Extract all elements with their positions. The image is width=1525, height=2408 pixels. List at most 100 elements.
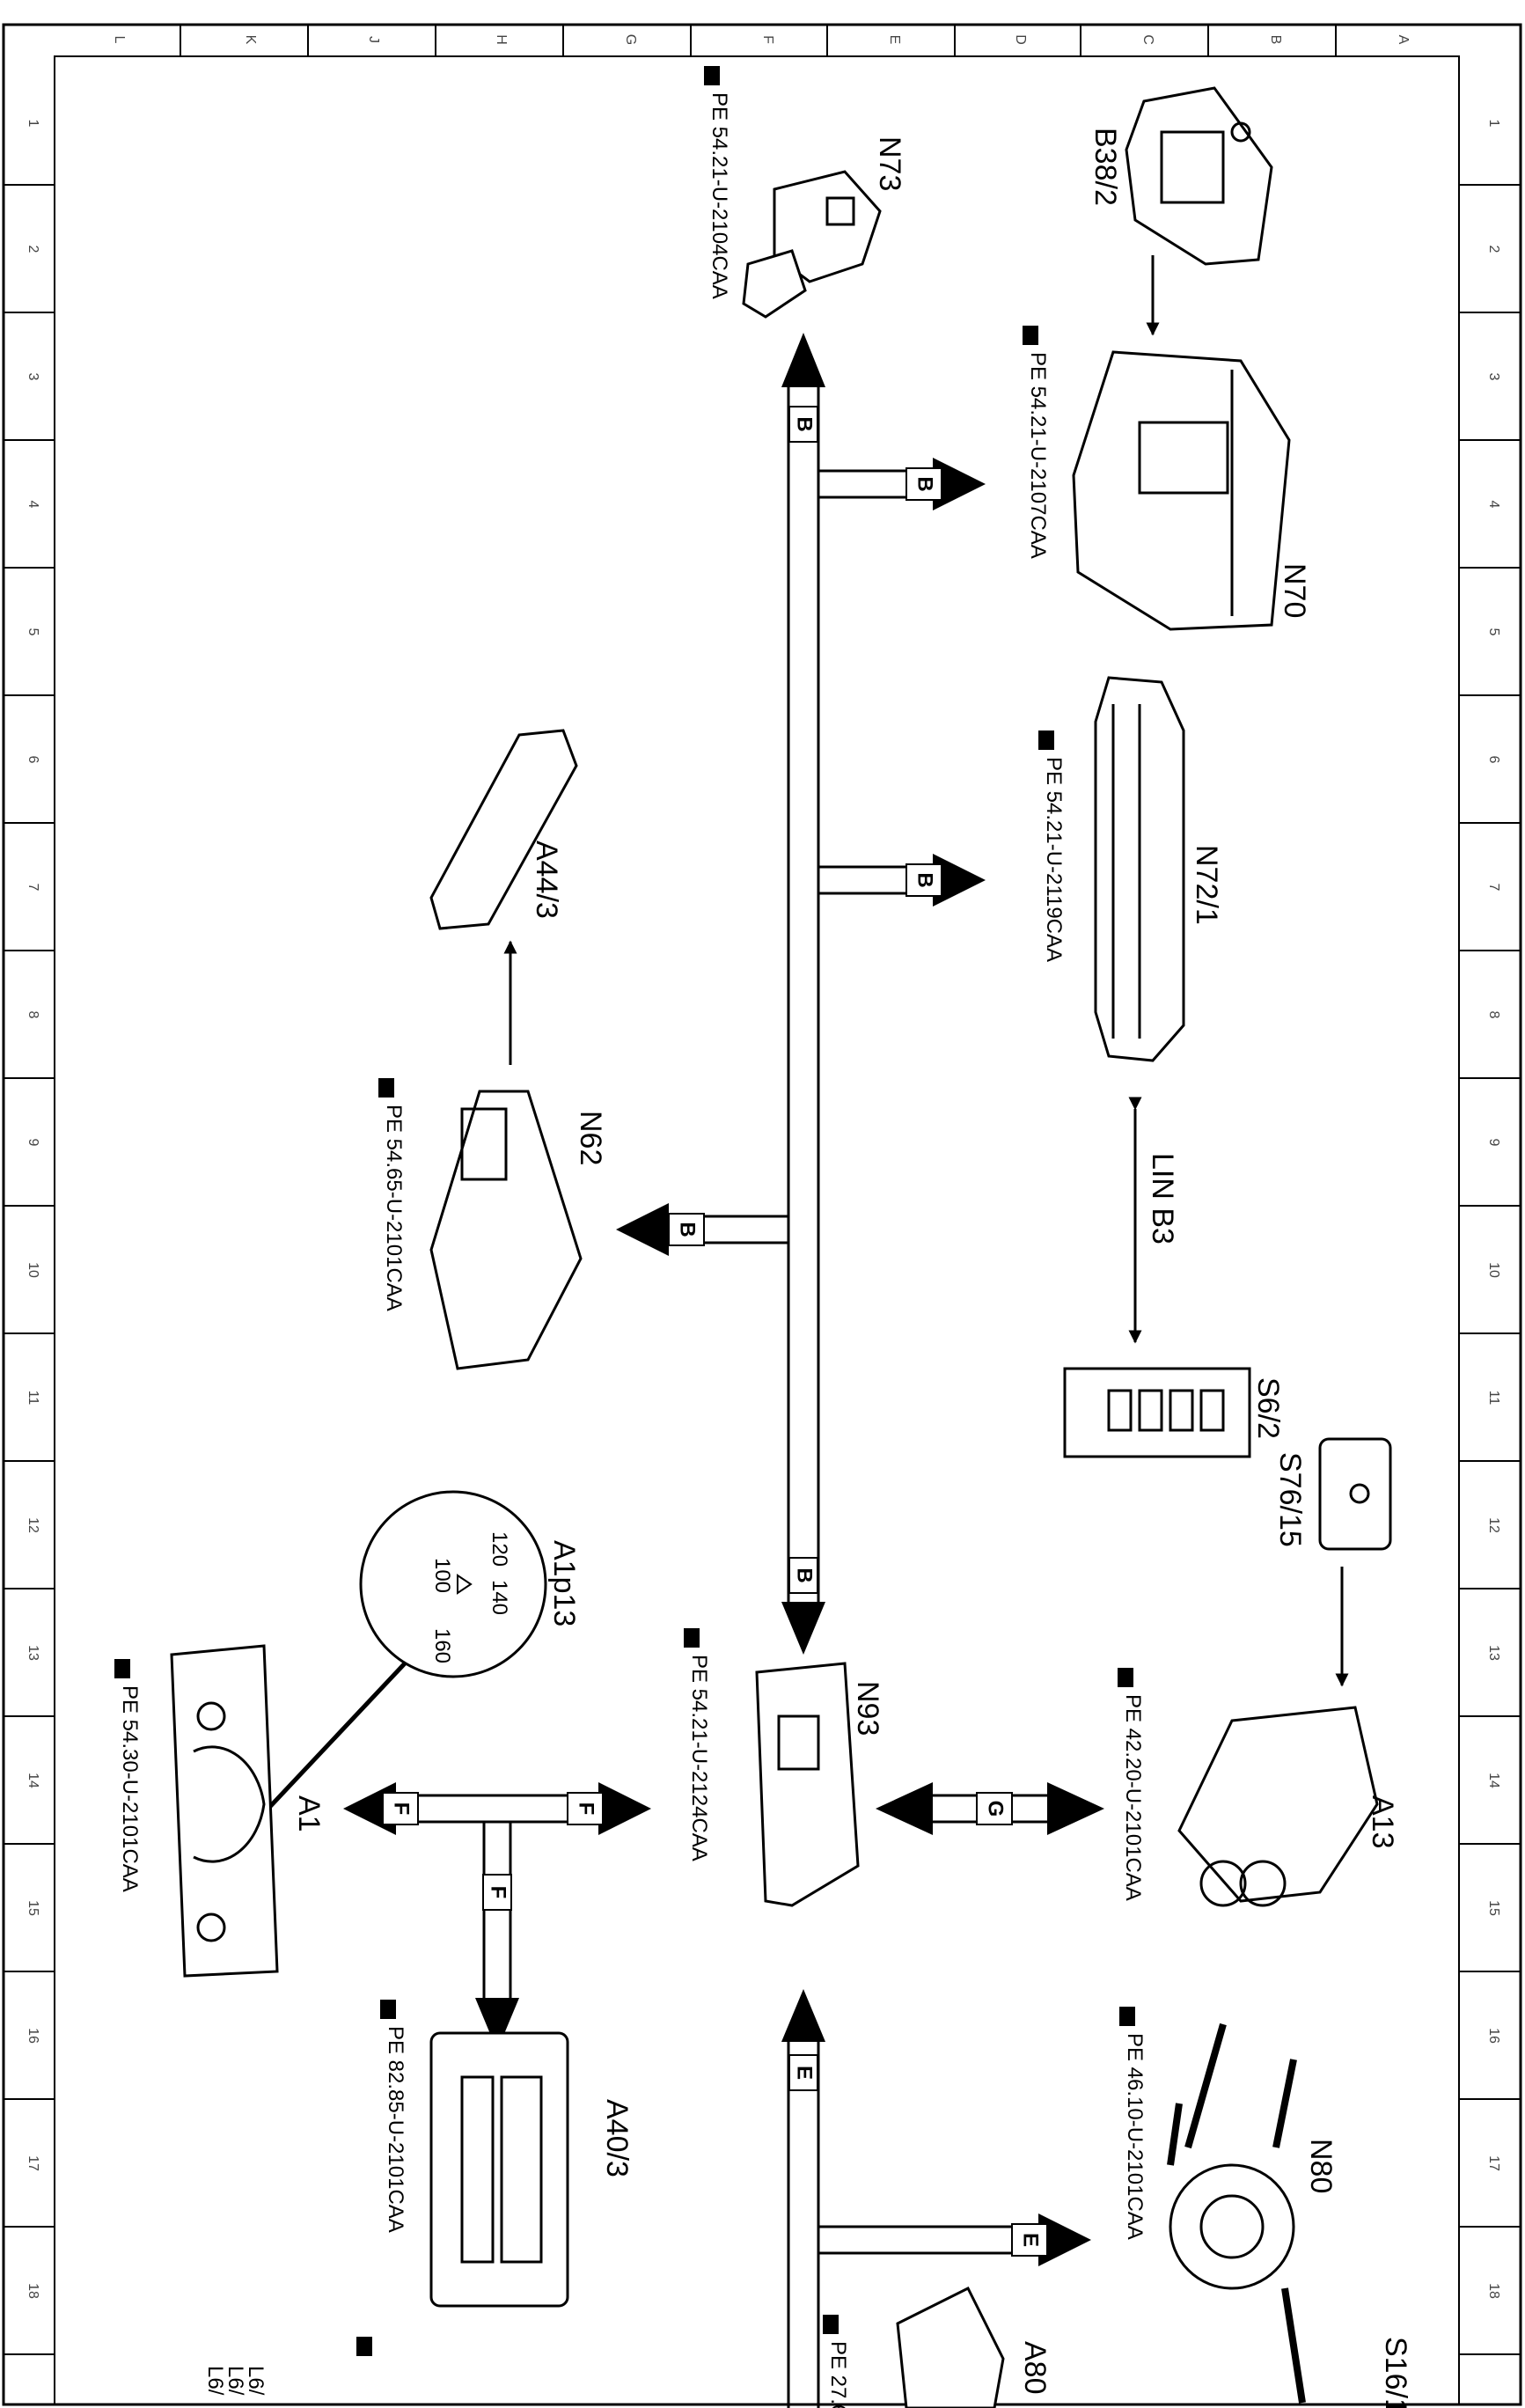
grid-row-labels: 1 1 2 2 3 3 4 4 5 5 6 6 7 7 8 8 9 9 10 1…: [26, 120, 1501, 2299]
grid-row-label: 7: [26, 884, 40, 892]
grid-row-label: 16: [26, 2028, 40, 2044]
reference-icons: [114, 66, 1135, 2356]
component-label: A40/3: [600, 2099, 634, 2177]
grid-row-label: 6: [26, 756, 40, 764]
reference-text: PE 54.30-U-2101CAA: [118, 1685, 142, 1892]
grid-row-label: 3: [26, 373, 40, 381]
footer-text: L6/: [244, 2366, 268, 2396]
hand-pointer-icon: [1119, 2007, 1135, 2026]
component-label: A44/3: [530, 841, 563, 919]
bus-label-b4: B: [668, 1213, 705, 1246]
bus-label-e2: E: [1011, 2223, 1048, 2257]
grid-row-label: 16: [1486, 2028, 1501, 2044]
grid-col-label: C: [1140, 34, 1155, 45]
warning-triangle-icon: [457, 1574, 473, 1595]
a1-component: [170, 1644, 279, 1978]
grid-col-label: F: [760, 35, 775, 44]
grid-row-label: 4: [1486, 501, 1501, 509]
component-label: S6/2: [1251, 1377, 1285, 1439]
b38-2-component: [1125, 86, 1273, 266]
n80-component: [1167, 2023, 1306, 2404]
grid-col-label: A: [1396, 35, 1411, 45]
gauge-value: 100: [430, 1558, 454, 1593]
hand-pointer-icon: [114, 1659, 130, 1678]
component-label: S16/13: [1379, 2337, 1412, 2408]
component-label: N93: [851, 1681, 884, 1736]
grid-columns: L K J H G F E D C B A: [112, 34, 1411, 45]
reference-text: PE 54.21-U-2124CAA: [687, 1655, 711, 1861]
a1p13-gauge: 100 120 140 160: [262, 1490, 547, 1815]
grid-col-label: J: [366, 36, 381, 43]
bus-letter: G: [984, 1801, 1008, 1817]
bus-label-f1: F: [382, 1792, 419, 1825]
n70-component: [1072, 350, 1291, 631]
s6-2-component: [1063, 1367, 1251, 1458]
grid-row-label: 15: [26, 1900, 40, 1916]
n62-component: [429, 1090, 583, 1370]
s76-15-component: [1318, 1437, 1392, 1551]
a80-component: [896, 2286, 1005, 2408]
n73-component: [742, 170, 882, 319]
bus-label-b5: B: [788, 1557, 818, 1594]
grid-row-label: 1: [26, 120, 40, 128]
lin-label: LIN B3: [1146, 1153, 1179, 1244]
hand-pointer-icon: [823, 2315, 839, 2334]
grid-row-label: 10: [1486, 1262, 1501, 1278]
grid-col-label: G: [623, 34, 638, 45]
footer-text: L6/: [224, 2366, 247, 2396]
component-label: B38/2: [1089, 128, 1122, 206]
reference-text: PE 54.65-U-2101CAA: [382, 1105, 406, 1311]
a40-3-component: [429, 2031, 569, 2308]
grid-row-label: 13: [1486, 1645, 1501, 1661]
grid-row-label: 18: [26, 2283, 40, 2299]
hand-pointer-icon: [380, 2000, 396, 2019]
component-label: N72/1: [1190, 845, 1223, 925]
grid-row-label: 5: [26, 628, 40, 636]
bus-label-f2: F: [567, 1792, 604, 1825]
bus-label-g: G: [976, 1792, 1013, 1825]
gauge-value: 140: [488, 1580, 511, 1615]
grid-col-label: L: [112, 36, 127, 44]
a13-component: [1177, 1706, 1379, 1907]
grid-col-label: H: [494, 34, 509, 45]
grid-row-label: 4: [26, 501, 40, 509]
grid-row-ticks: [4, 184, 1521, 2355]
grid-row-label: 17: [26, 2155, 40, 2171]
grid-row-label: 15: [1486, 1900, 1501, 1916]
footer-text: L6/: [203, 2366, 227, 2396]
grid-row-label: 10: [26, 1262, 40, 1278]
bus-letter: F: [390, 1802, 414, 1816]
reference-text: PE 54.21-U-2119CAA: [1042, 757, 1066, 962]
grid-row-label: 2: [26, 246, 40, 253]
bus-lines: [396, 387, 1047, 2408]
grid-row-label: 9: [1486, 1139, 1501, 1147]
bus-letter: E: [793, 2066, 817, 2080]
reference-text: PE 42.20-U-2101CAA: [1121, 1694, 1145, 1901]
bus-label-b1: B: [788, 406, 818, 443]
bus-letter: B: [913, 872, 937, 887]
hand-pointer-icon: [1023, 326, 1038, 345]
bus-letter: B: [793, 1567, 817, 1582]
bus-letter: B: [793, 416, 817, 431]
grid-row-label: 11: [1486, 1391, 1501, 1406]
bus-letter: F: [487, 1886, 510, 1899]
outer-frame: [2, 23, 1522, 2406]
grid-row-label: 14: [1486, 1773, 1501, 1788]
grid-row-label: 12: [26, 1517, 40, 1533]
grid-row-label: 18: [1486, 2283, 1501, 2299]
bus-label-b3: B: [905, 863, 942, 897]
grid-column-ticks: [180, 25, 1337, 56]
bus-label-f3: F: [482, 1874, 512, 1911]
component-label: N62: [574, 1111, 607, 1165]
grid-row-label: 5: [1486, 628, 1501, 636]
component-label: N70: [1278, 563, 1311, 618]
grid-col-label: K: [243, 35, 258, 45]
component-label: S76/15: [1273, 1452, 1307, 1547]
grid-row-label: 3: [1486, 373, 1501, 381]
reference-text: PE 54.21-U-2104CAA: [708, 92, 731, 299]
component-label: N80: [1304, 2139, 1338, 2193]
n93-component: [755, 1662, 860, 1907]
hand-pointer-icon: [704, 66, 720, 85]
grid-row-label: 17: [1486, 2155, 1501, 2171]
